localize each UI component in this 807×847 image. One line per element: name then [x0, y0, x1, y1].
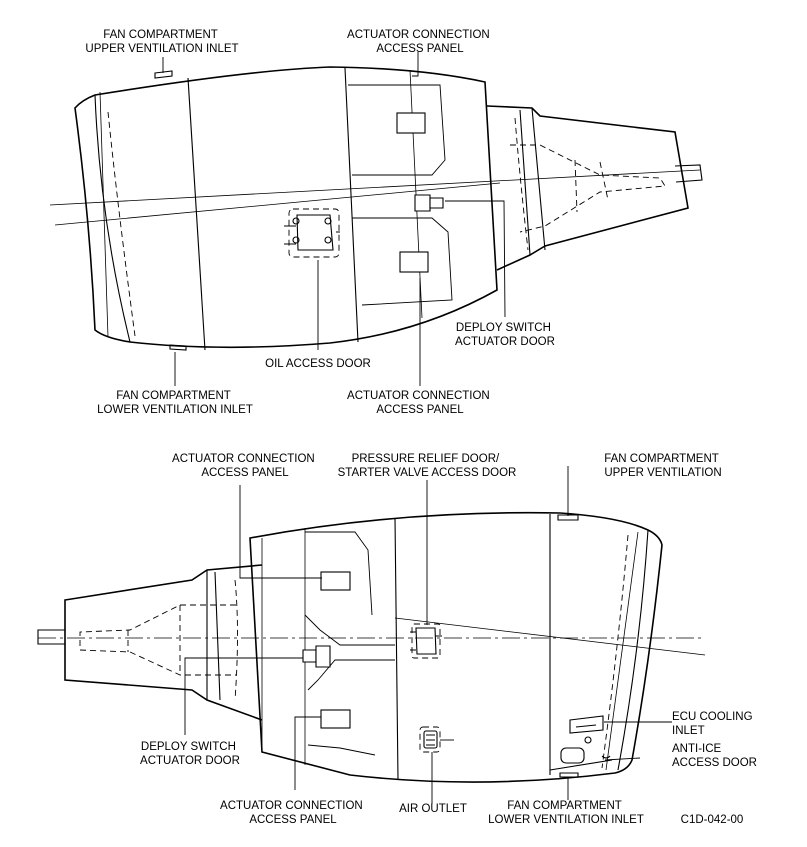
top-exhaust-sleeve	[486, 105, 689, 271]
bottom-actuator-panel-lower-line1: ACTUATOR CONNECTION	[220, 800, 363, 812]
top-actuator-panel-lower-line1: ACTUATOR CONNECTION	[347, 390, 490, 402]
bottom-deploy-switch-line2: ACTUATOR DOOR	[140, 755, 240, 767]
top-actuator-panel-lower-label: ACTUATOR CONNECTION ACCESS PANEL	[347, 390, 493, 416]
bottom-anti-ice-line2: ACCESS DOOR	[672, 757, 757, 769]
bottom-nacelle-drawing	[37, 511, 706, 783]
top-fan-lower-inlet-line1: FAN COMPARTMENT	[116, 390, 231, 402]
top-actuator-panel-lower-line2: ACCESS PANEL	[376, 404, 464, 416]
bottom-pressure-relief-line1: PRESSURE RELIEF DOOR/	[352, 453, 500, 465]
bottom-pressure-relief-line2: STARTER VALVE ACCESS DOOR	[338, 467, 517, 479]
bottom-fan-lower-inlet-label: FAN COMPARTMENT LOWER VENTILATION INLET	[488, 800, 644, 826]
bottom-leader-lines	[184, 466, 672, 804]
bottom-fan-upper-line1: FAN COMPARTMENT	[604, 453, 719, 465]
top-fan-upper-inlet-line1: FAN COMPARTMENT	[103, 29, 218, 41]
bottom-air-outlet-line1: AIR OUTLET	[399, 803, 467, 815]
top-fan-upper-inlet-line2: UPPER VENTILATION INLET	[85, 43, 238, 55]
bottom-actuator-panel-upper-line2: ACCESS PANEL	[201, 467, 289, 479]
top-actuator-panel-upper-line1: ACTUATOR CONNECTION	[347, 29, 490, 41]
top-oil-access-label: OIL ACCESS DOOR	[265, 358, 371, 370]
bottom-actuator-panel-upper-line1: ACTUATOR CONNECTION	[172, 453, 315, 465]
bottom-fan-lower-inlet-line1: FAN COMPARTMENT	[507, 800, 622, 812]
bottom-ecu-cooling-line2: INLET	[672, 725, 705, 737]
top-fan-lower-inlet-label: FAN COMPARTMENT LOWER VENTILATION INLET	[97, 390, 253, 416]
bottom-exhaust-sleeve	[64, 564, 263, 721]
top-fan-upper-inlet-label: FAN COMPARTMENT UPPER VENTILATION INLET	[85, 29, 238, 55]
top-deploy-switch-line1: DEPLOY SWITCH	[456, 322, 551, 334]
bottom-fan-cowl-outline	[249, 511, 663, 783]
bottom-deploy-switch-label: DEPLOY SWITCH ACTUATOR DOOR	[140, 741, 240, 767]
bottom-fan-upper-line2: UPPER VENTILATION	[604, 467, 721, 479]
bottom-anti-ice-label: ANTI-ICE ACCESS DOOR	[672, 743, 757, 769]
top-oil-access-line1: OIL ACCESS DOOR	[265, 358, 371, 370]
figure-id: C1D-042-00	[681, 814, 744, 826]
top-leader-lines	[162, 52, 506, 386]
bottom-actuator-panel-upper-label: ACTUATOR CONNECTION ACCESS PANEL	[172, 453, 318, 479]
top-actuator-panel-upper-label: ACTUATOR CONNECTION ACCESS PANEL	[347, 29, 493, 55]
top-fan-cowl-outline	[74, 66, 498, 349]
bottom-fan-upper-label: FAN COMPARTMENT UPPER VENTILATION	[604, 453, 722, 479]
bottom-ecu-cooling-line1: ECU COOLING	[672, 711, 753, 723]
bottom-deploy-switch-line1: DEPLOY SWITCH	[141, 741, 236, 753]
bottom-fan-lower-inlet-line2: LOWER VENTILATION INLET	[488, 814, 644, 826]
top-actuator-panel-upper-line2: ACCESS PANEL	[376, 43, 464, 55]
top-fan-lower-inlet-line2: LOWER VENTILATION INLET	[97, 404, 253, 416]
bottom-air-outlet-label: AIR OUTLET	[399, 803, 467, 815]
bottom-actuator-panel-lower-line2: ACCESS PANEL	[249, 814, 337, 826]
bottom-pressure-relief-label: PRESSURE RELIEF DOOR/ STARTER VALVE ACCE…	[338, 453, 517, 479]
bottom-anti-ice-line1: ANTI-ICE	[672, 743, 722, 755]
top-deploy-switch-line2: ACTUATOR DOOR	[455, 336, 555, 348]
top-deploy-switch-label: DEPLOY SWITCH ACTUATOR DOOR	[455, 322, 555, 348]
bottom-actuator-panel-lower-label: ACTUATOR CONNECTION ACCESS PANEL	[220, 800, 366, 826]
top-nacelle-drawing	[49, 66, 703, 351]
bottom-ecu-cooling-label: ECU COOLING INLET	[672, 711, 756, 737]
